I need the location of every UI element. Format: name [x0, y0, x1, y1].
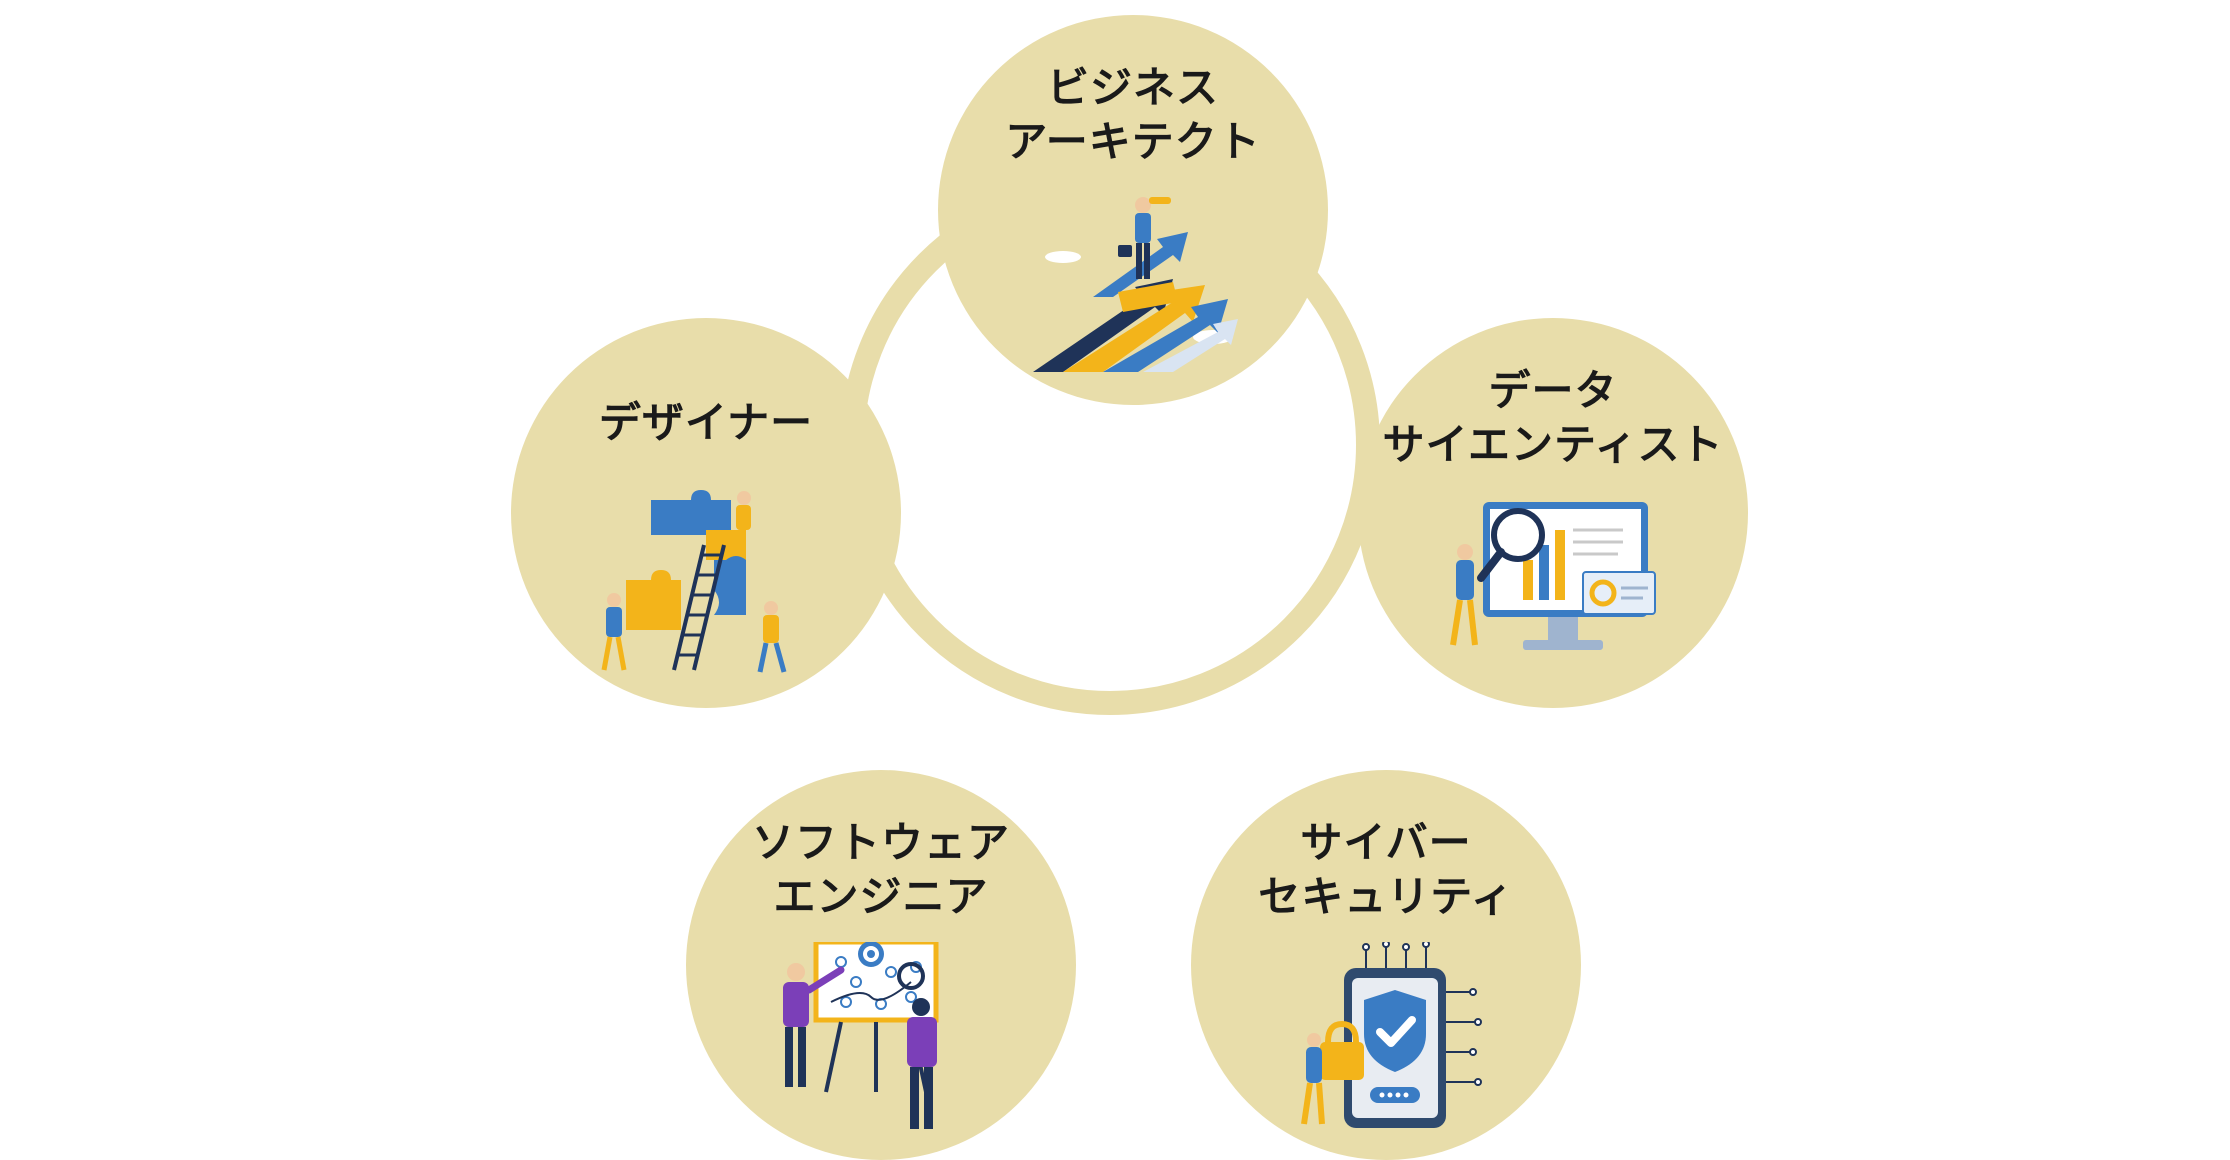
node-label-line: デザイナー	[598, 398, 814, 447]
node-designer: デザイナー	[511, 318, 901, 708]
puzzle-team-illustration	[601, 490, 787, 673]
node-label: ソフトウェア エンジニア	[686, 816, 1076, 924]
growth-arrows-illustration	[1033, 197, 1238, 372]
node-software-engineer: ソフトウェア エンジニア	[686, 770, 1076, 1160]
node-label-line: ビジネス	[1046, 63, 1219, 112]
node-business-architect: ビジネス アーキテクト	[938, 15, 1328, 405]
node-data-scientist: データ サイエンティスト	[1358, 318, 1748, 708]
strategy-board-illustration	[783, 942, 939, 1129]
analytics-dashboard-illustration	[1450, 502, 1656, 650]
node-label: ビジネス アーキテクト	[938, 61, 1328, 169]
node-label-line: データ	[1488, 366, 1618, 415]
node-label: デザイナー	[511, 396, 901, 450]
node-label-line: サイエンティスト	[1382, 420, 1724, 469]
node-cyber-security: サイバー セキュリティ	[1191, 770, 1581, 1160]
node-label-line: アーキテクト	[1005, 117, 1261, 166]
node-label-line: サイバー	[1300, 818, 1472, 867]
node-label: データ サイエンティスト	[1358, 364, 1748, 472]
node-label-line: セキュリティ	[1258, 872, 1514, 921]
node-label-line: エンジニア	[773, 872, 989, 921]
security-shield-illustration	[1301, 942, 1482, 1128]
node-label: サイバー セキュリティ	[1191, 816, 1581, 924]
node-label-line: ソフトウェア	[751, 818, 1010, 867]
